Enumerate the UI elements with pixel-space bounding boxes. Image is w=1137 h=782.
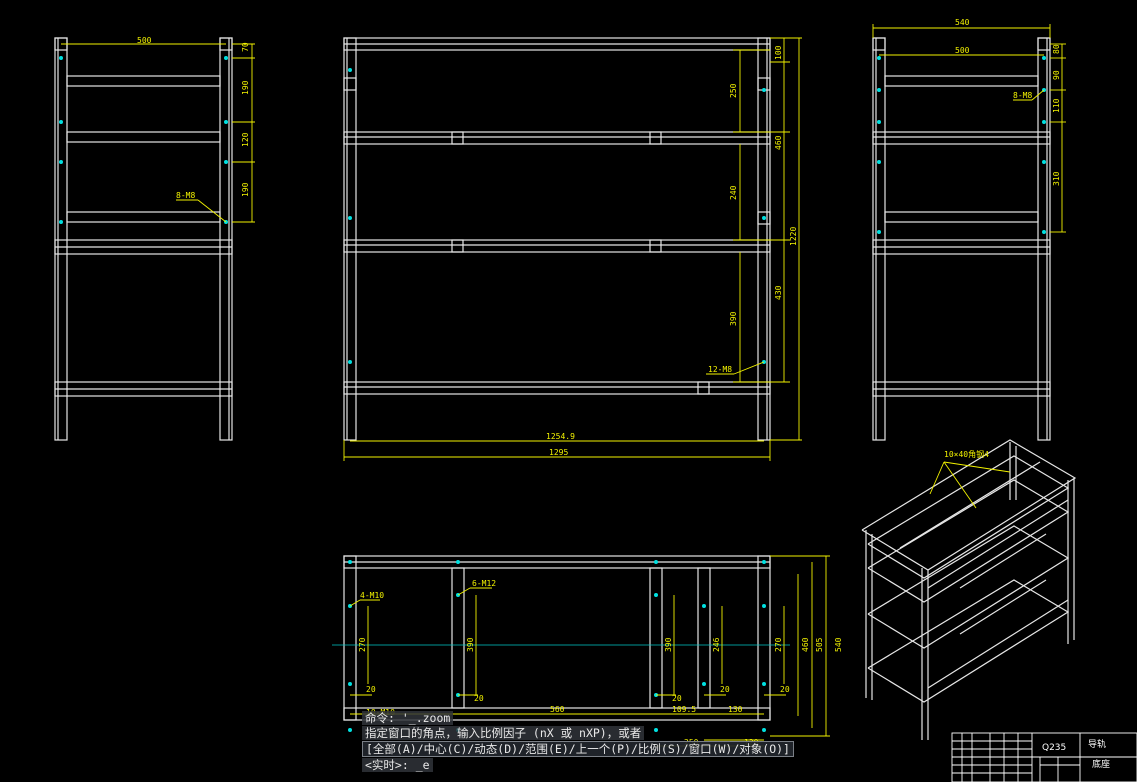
top-dim-9: 20: [780, 685, 790, 694]
top-callout-1: 4-M10: [360, 591, 384, 600]
command-history-line-1: 命令: '_.zoom: [362, 711, 454, 725]
front-dim-top: 100: [774, 45, 783, 60]
right-dim-b: 90: [1052, 70, 1061, 80]
left-dim-c: 120: [241, 132, 250, 147]
right-dim-c: 110: [1052, 98, 1061, 113]
right-dim-inner-width: 500: [955, 46, 970, 55]
title-part-name: 导轨: [1088, 738, 1106, 750]
title-scale-note: 底座: [1092, 758, 1110, 770]
title-block: Q235 导轨 底座: [951, 732, 1137, 782]
front-dim-upper: 460: [774, 135, 783, 150]
isometric-view: 10×40角钢4: [861, 439, 1077, 740]
top-dim-11: 460: [801, 637, 810, 652]
front-dim-shelf3: 390: [729, 311, 738, 326]
title-material: Q235: [1042, 743, 1066, 753]
top-dim-14: 560: [550, 705, 565, 714]
left-dim-a: 70: [241, 42, 250, 52]
front-hole-callout: 12-M8: [708, 365, 732, 374]
right-side-view: 540 500 80 90 110 310 8-M8: [872, 18, 1066, 441]
top-dim-1: 270: [358, 637, 367, 652]
right-dim-d: 310: [1052, 171, 1061, 186]
front-dim-lower: 430: [774, 285, 783, 300]
front-dim-shelf2: 240: [729, 185, 738, 200]
front-dim-inner-width: 1254.9: [546, 432, 575, 441]
left-side-view: 500 70 190 120 190 8-M8: [54, 36, 255, 441]
left-dim-b: 190: [241, 80, 250, 95]
right-dim-a: 80: [1052, 44, 1061, 54]
top-dim-15: 109.5: [672, 705, 696, 714]
top-dim-4: 20: [474, 694, 484, 703]
top-dim-12: 505: [815, 637, 824, 652]
top-dim-3: 390: [466, 637, 475, 652]
top-dim-2: 20: [366, 685, 376, 694]
left-hole-callout: 8-M8: [176, 191, 195, 200]
top-dim-6: 20: [672, 694, 682, 703]
left-dim-d: 190: [241, 182, 250, 197]
iso-callout: 10×40角钢4: [944, 449, 989, 459]
command-history-line-2: 指定窗口的角点，输入比例因子 (nX 或 nXP)，或者: [362, 726, 645, 740]
front-dim-shelf1: 250: [729, 83, 738, 98]
command-prompt-input[interactable]: <实时>: _e: [362, 758, 433, 772]
command-line-panel[interactable]: 命令: '_.zoom 指定窗口的角点，输入比例因子 (nX 或 nXP)，或者…: [362, 711, 820, 773]
front-dim-height: 1220: [789, 227, 798, 246]
top-dim-8: 246: [712, 637, 721, 652]
left-dim-width: 500: [137, 36, 152, 45]
right-dim-outer-width: 540: [955, 18, 970, 27]
top-dim-7: 20: [720, 685, 730, 694]
right-hole-callout: 8-M8: [1013, 91, 1032, 100]
command-options[interactable]: [全部(A)/中心(C)/动态(D)/范围(E)/上一个(P)/比例(S)/窗口…: [362, 741, 794, 757]
top-dim-5: 390: [664, 637, 673, 652]
top-dim-16: 130: [728, 705, 743, 714]
front-view: 100 250 460 240 1220 430 390 12-M8 1254.…: [343, 37, 802, 461]
top-callout-2: 6-M12: [472, 579, 496, 588]
top-dim-13: 540: [834, 637, 843, 652]
top-dim-10: 270: [774, 637, 783, 652]
front-dim-outer-width: 1295: [549, 448, 568, 457]
